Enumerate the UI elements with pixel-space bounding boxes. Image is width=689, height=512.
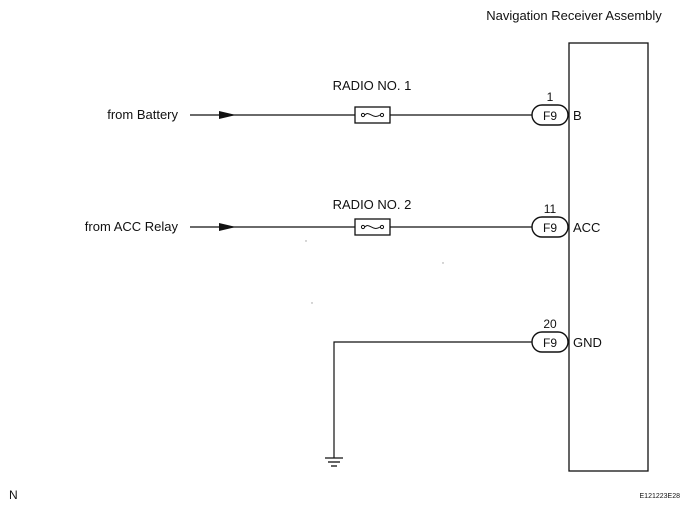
- scan-dot: [305, 240, 307, 242]
- scan-dot: [442, 262, 444, 264]
- fuse-label-radio-2: RADIO NO. 2: [333, 197, 412, 212]
- terminal-label-acc: ACC: [573, 220, 600, 235]
- connector-f9-pin-1: [531, 104, 569, 126]
- receiver-assembly-box: [568, 42, 649, 472]
- source-label-battery: from Battery: [107, 107, 178, 122]
- pin-number-1: 1: [547, 90, 554, 104]
- fuse-label-radio-1: RADIO NO. 1: [333, 78, 412, 93]
- fuse-radio-2-icon: [354, 218, 391, 236]
- assembly-title: Navigation Receiver Assembly: [486, 8, 662, 23]
- connector-label-pin-1: F9: [543, 109, 557, 123]
- fuse-radio-1-icon: [354, 106, 391, 124]
- scan-dot: [311, 302, 313, 304]
- ground-symbol-icon: [325, 457, 343, 467]
- figure-code: E121223E28: [640, 493, 681, 500]
- connector-label-pin-20: F9: [543, 336, 557, 350]
- connector-f9-pin-11: [531, 216, 569, 238]
- pin-number-20: 20: [543, 317, 557, 331]
- footer-left-mark: N: [9, 488, 18, 502]
- source-label-acc-relay: from ACC Relay: [85, 219, 179, 234]
- connector-label-pin-11: F9: [543, 221, 557, 235]
- pin-number-11: 11: [544, 202, 557, 216]
- terminal-label-b: B: [573, 108, 582, 123]
- wire-ground: [333, 341, 532, 458]
- terminal-label-gnd: GND: [573, 335, 602, 350]
- arrow-battery-icon: [219, 111, 236, 119]
- arrow-acc-icon: [219, 223, 236, 231]
